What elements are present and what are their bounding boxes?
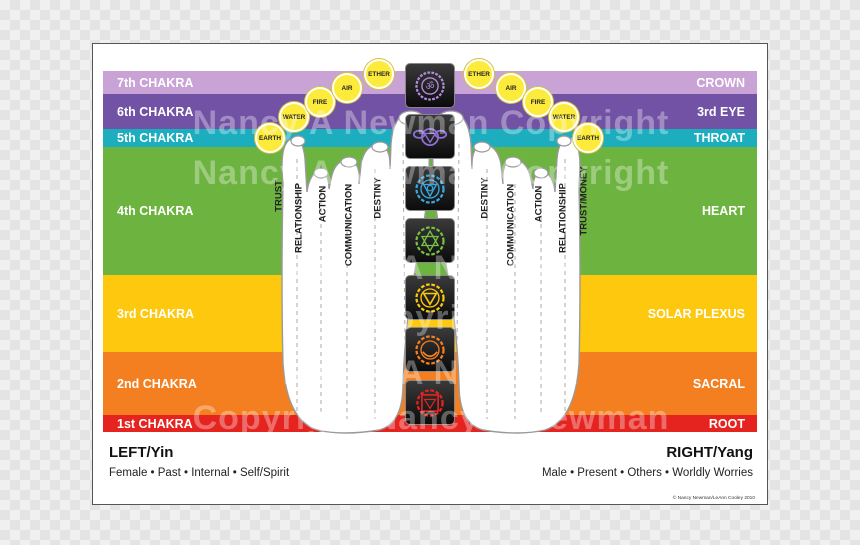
watermark-line: Nancy A Newman [282,354,580,392]
watermark-line: Copyright Nancy A Newman [192,399,670,437]
watermark-line: Nancy A Newman Copyright [192,104,670,142]
sacral-chakra-tile [405,327,455,372]
band-left-label: 2nd CHAKRA [117,376,197,391]
element-fire-left: FIRE [305,87,335,117]
left-side-subtitle: Female • Past • Internal • Self/Spirit [109,467,290,479]
element-fire-right: FIRE [523,87,553,117]
solar-plexus-chakra-icon [415,282,445,313]
watermark-line: Nancy A Newman Copyright [192,154,670,192]
element-water-right: WATER [549,102,579,132]
crown-chakra-icon: ॐ [415,70,445,101]
element-water-left: WATER [279,102,309,132]
band-left-label: 1st CHAKRA [117,416,193,431]
element-earth-left: EARTH [255,123,285,153]
root-chakra-tile [405,380,455,425]
right-toe-label: RELATIONSHIP [557,182,569,254]
element-earth-right: EARTH [573,123,603,153]
left-side-title: LEFT/Yin [109,444,174,461]
band-left-label: 5th CHAKRA [117,131,194,145]
element-ether-right: ETHER [464,59,494,89]
right-side-caption: RIGHT/Yang Male • Present • Others • Wor… [542,444,753,479]
right-side-title: RIGHT/Yang [666,444,753,461]
band-right-label: ROOT [708,416,745,431]
watermark-line: Copyright [346,299,516,337]
feet-illustration [281,110,581,434]
throat-chakra-tile [405,166,455,211]
band-left-label: 6th CHAKRA [117,104,194,119]
solar-plexus-chakra-tile [405,275,455,320]
band-right-label: THROAT [693,131,745,145]
heart-chakra-icon [415,225,445,256]
credit-line: © Nancy Newman/LeAnn Cooley 2010 [672,496,755,501]
toe-channels [296,143,566,419]
left-side-caption: LEFT/Yin Female • Past • Internal • Self… [109,444,289,479]
sacral-chakra-icon [415,334,445,365]
band-right-label: SOLAR PLEXUS [647,306,745,321]
third-eye-chakra-icon [412,127,448,146]
right-side-subtitle: Male • Present • Others • Worldly Worrie… [541,467,753,479]
watermark-line: Nancy A Newman [282,249,580,287]
chakra-foot-chart: 7th CHAKRA CROWN 6th CHAKRA 3rd EYE 5th … [92,43,768,505]
element-air-right: AIR [496,73,526,103]
band-right-label: HEART [701,204,745,218]
band-left-label: 4th CHAKRA [117,204,194,218]
svg-text:ॐ: ॐ [425,80,434,92]
throat-chakra-icon [415,173,445,204]
element-air-left: AIR [332,73,362,103]
third-eye-chakra-tile [405,114,455,159]
band-right-label: 3rd EYE [697,104,745,119]
element-ether-left: ETHER [364,59,394,89]
band-left-label: 7th CHAKRA [117,75,194,90]
crown-chakra-tile: ॐ [405,63,455,108]
band-left-label: 3rd CHAKRA [117,306,195,321]
band-right-label: SACRAL [692,376,745,391]
left-toe-label: RELATIONSHIP [293,182,305,254]
band-right-label: CROWN [696,75,745,90]
root-chakra-icon [416,388,444,417]
heart-chakra-tile [405,218,455,263]
